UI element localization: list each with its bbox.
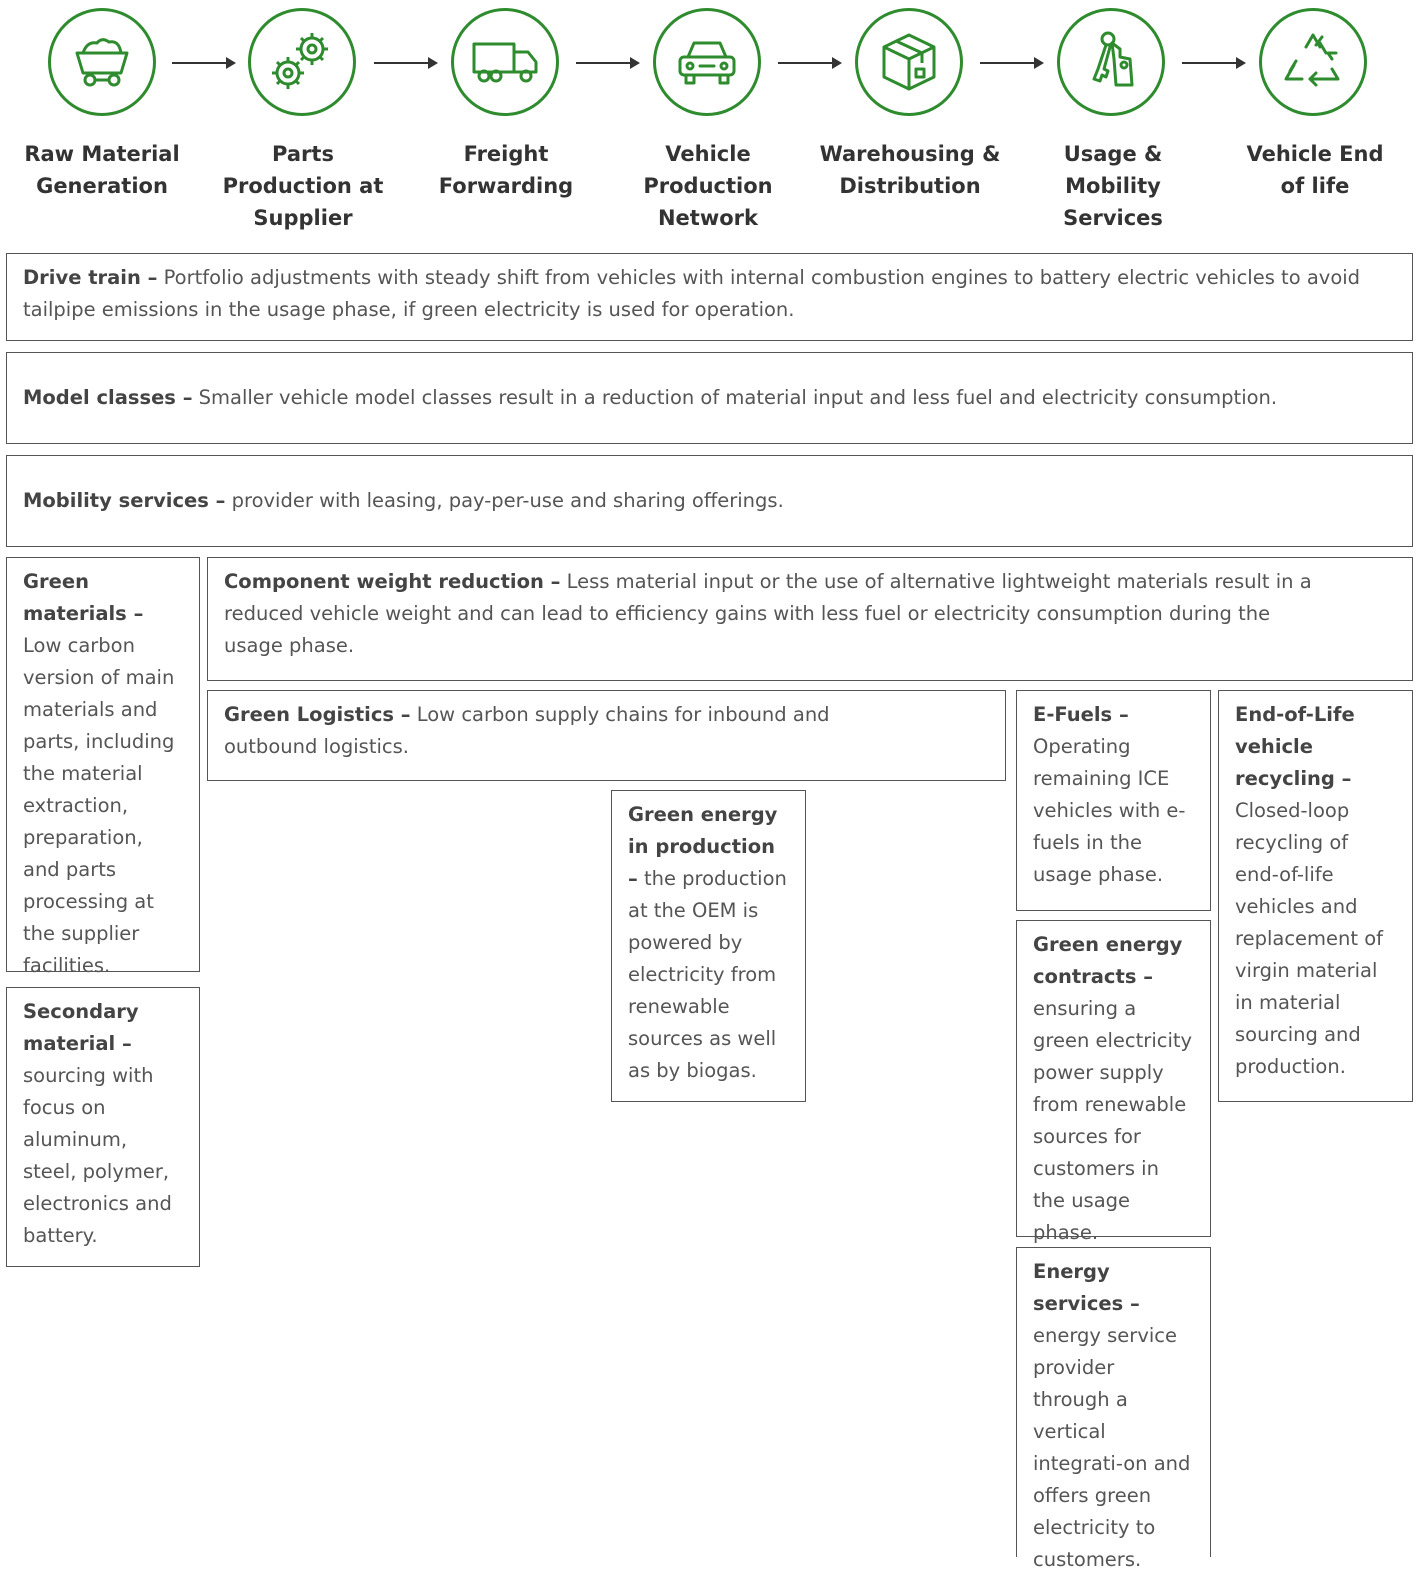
box-text: Low carbon supply chains for inbound and… — [224, 703, 830, 758]
recycle-icon — [1284, 33, 1340, 87]
box-text: Low carbon version of main materials and… — [23, 634, 175, 977]
box-text: Smaller vehicle model classes result in … — [192, 386, 1278, 409]
box-title: Green materials – — [23, 570, 144, 625]
stage-raw-material — [48, 8, 156, 116]
e-fuels-box: E-Fuels – Operating remaining ICE vehicl… — [1016, 690, 1211, 911]
flow-arrow — [172, 57, 236, 69]
box-title: E-Fuels – — [1033, 703, 1129, 726]
box-text: provider with leasing, pay-per-use and s… — [225, 489, 784, 512]
flow-arrow — [1182, 57, 1246, 69]
box-title: Green energy contracts – — [1033, 933, 1183, 988]
box-title: Energy services – — [1033, 1260, 1140, 1315]
stage-usage-mobility — [1057, 8, 1165, 116]
green-materials-box: Green materials – Low carbon version of … — [6, 557, 200, 977]
mine-cart-icon — [75, 38, 129, 87]
flow-arrow — [374, 57, 438, 69]
box-title: Green Logistics – — [224, 703, 411, 726]
box-title: Mobility services – — [23, 489, 226, 512]
green-logistics-box: Green Logistics – Low carbon supply chai… — [207, 690, 1006, 781]
gears-icon — [272, 33, 328, 89]
drive-train-box: Drive train – Portfolio adjustments with… — [6, 253, 1413, 341]
truck-icon — [472, 42, 538, 83]
stage-label: Warehousing & Distribution — [819, 142, 1001, 198]
stage-label: Freight Forwarding — [438, 142, 574, 198]
end-of-life-box: End-of-Life vehicle recycling – Closed-l… — [1218, 690, 1413, 1102]
box-text: Portfolio adjustments with steady shift … — [23, 266, 1361, 321]
box-text: sourcing with focus on aluminum, steel, … — [23, 1064, 172, 1247]
flow-arrow — [778, 57, 842, 69]
box-title: Component weight reduction – — [224, 570, 561, 593]
flow-arrow — [576, 57, 640, 69]
stage-vehicle-production — [653, 8, 761, 116]
stage-label: Parts Production at Supplier — [222, 142, 384, 230]
box-text: the production at the OEM is powered by … — [628, 867, 787, 1082]
stage-label: Raw Material Generation — [24, 142, 180, 198]
stage-label: Vehicle End of life — [1246, 142, 1384, 198]
stage-parts-production — [248, 8, 356, 116]
box-title: Green energy in production – — [628, 803, 778, 890]
stage-end-of-life — [1259, 8, 1367, 116]
box-text: energy service provider through a vertic… — [1033, 1324, 1191, 1571]
box-text: Less material input or the use of altern… — [224, 570, 1312, 657]
stage-freight — [451, 8, 559, 116]
secondary-material-box: Secondary material – sourcing with focus… — [6, 987, 200, 1267]
keys-icon — [1092, 31, 1134, 87]
flow-arrow — [980, 57, 1044, 69]
model-classes-box: Model classes – Smaller vehicle model cl… — [6, 352, 1413, 444]
box-icon — [882, 33, 936, 91]
box-text: ensuring a green electricity power suppl… — [1033, 997, 1193, 1244]
green-energy-production-box: Green energy in production – the product… — [611, 790, 806, 1102]
box-title: End-of-Life vehicle recycling – — [1235, 703, 1355, 790]
stage-warehousing — [855, 8, 963, 116]
green-energy-contracts-box: Green energy contracts – ensuring a gree… — [1016, 920, 1211, 1244]
component-weight-box: Component weight reduction – Less materi… — [207, 557, 1413, 681]
box-title: Secondary material – — [23, 1000, 139, 1055]
energy-services-box: Energy services – energy service provide… — [1016, 1247, 1211, 1571]
stage-label: Vehicle Production Network — [643, 142, 773, 230]
box-title: Drive train – — [23, 266, 158, 289]
car-icon — [678, 41, 736, 85]
mobility-services-box: Mobility services – provider with leasin… — [6, 455, 1413, 547]
stage-label: Usage & Mobility Services — [1063, 142, 1163, 230]
box-text: Closed-loop recycling of end-of-life veh… — [1235, 799, 1384, 1078]
box-title: Model classes – — [23, 386, 193, 409]
box-text: Operating remaining ICE vehicles with e-… — [1033, 735, 1186, 886]
